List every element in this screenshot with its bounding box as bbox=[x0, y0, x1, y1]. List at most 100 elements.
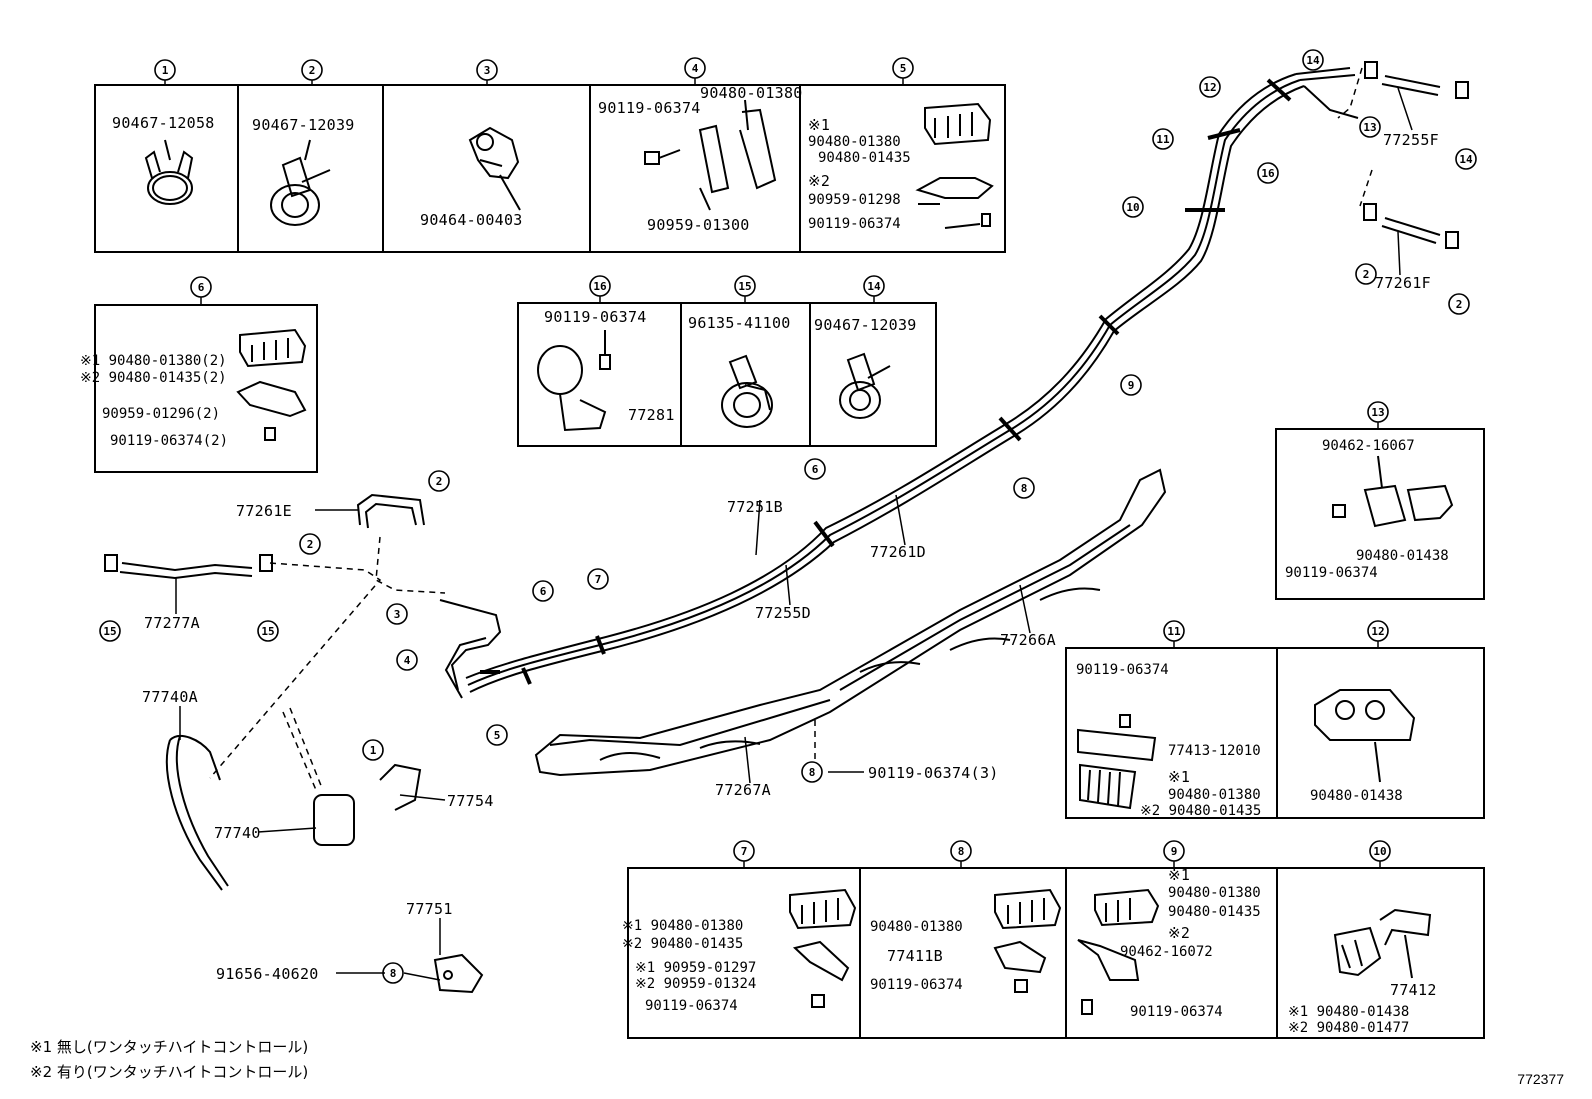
svg-text:6: 6 bbox=[812, 463, 819, 476]
svg-text:6: 6 bbox=[198, 281, 205, 294]
label-90462-16072: 90462-16072 bbox=[1120, 944, 1213, 960]
inset-box-13 bbox=[1275, 428, 1485, 600]
svg-text:6: 6 bbox=[540, 585, 547, 598]
double-clip-icon bbox=[1332, 455, 1454, 528]
svg-text:3: 3 bbox=[394, 608, 401, 621]
callout-1: 1 bbox=[154, 59, 176, 85]
label-77751: 77751 bbox=[406, 900, 453, 918]
footnote-2: ※2 有り(ワンタッチハイトコントロール) bbox=[30, 1063, 309, 1081]
svg-text:12: 12 bbox=[1203, 81, 1216, 94]
svg-text:3: 3 bbox=[484, 64, 491, 77]
label-77277A: 77277A bbox=[144, 614, 200, 632]
frame-bracket-rails bbox=[534, 468, 1167, 777]
inset-box-6 bbox=[94, 304, 318, 473]
label-77281: 77281 bbox=[628, 406, 675, 424]
clip-kit-icon-9 bbox=[1077, 888, 1160, 1015]
svg-text:8: 8 bbox=[1021, 482, 1028, 495]
spring-clamp-icon bbox=[270, 139, 331, 226]
label-6-a: ※1 90480-01380(2) bbox=[80, 353, 227, 369]
note-mark-1: ※1 bbox=[808, 116, 830, 134]
label-90480-01438-12: 90480-01438 bbox=[1310, 788, 1403, 804]
label-90480-01438: 90480-01438 bbox=[1356, 548, 1449, 564]
svg-text:16: 16 bbox=[593, 280, 607, 293]
callout-15: 15 bbox=[734, 275, 756, 303]
hose-clamp-icon bbox=[144, 139, 194, 205]
label-77261D: 77261D bbox=[870, 543, 926, 561]
label-77261F: 77261F bbox=[1375, 274, 1431, 292]
main-part-labels: 77255F 77261F 77251B 77255D 77261D 77266… bbox=[142, 131, 1439, 983]
label-90467-12039-b: 90467-12039 bbox=[814, 316, 917, 334]
label-6-c: 90959-01296(2) bbox=[102, 406, 220, 422]
label-90119-06374-13: 90119-06374 bbox=[1285, 565, 1378, 581]
svg-text:14: 14 bbox=[867, 280, 881, 293]
label-90480-01380: 90480-01380 bbox=[808, 134, 901, 150]
callout-13: 13 bbox=[1367, 401, 1389, 429]
label-77740A: 77740A bbox=[142, 688, 198, 706]
pipe-bracket-icon bbox=[537, 330, 611, 432]
label-7-a: ※1 90480-01380 bbox=[622, 918, 743, 934]
upper-right-hoses bbox=[1363, 61, 1469, 249]
label-91656-40620: 91656-40620 bbox=[216, 965, 319, 983]
svg-text:13: 13 bbox=[1363, 121, 1376, 134]
svg-text:5: 5 bbox=[900, 62, 907, 75]
label-90467-12039: 90467-12039 bbox=[252, 116, 355, 134]
label-90480-01435-11: ※2 90480-01435 bbox=[1140, 803, 1261, 819]
clamp-bracket-icon bbox=[468, 126, 521, 211]
label-90959-01298: 90959-01298 bbox=[808, 192, 901, 208]
note-mark-2: ※2 bbox=[808, 172, 830, 190]
label-77261E: 77261E bbox=[236, 502, 292, 520]
callout-12: 12 bbox=[1367, 620, 1389, 648]
label-77413-12010: 77413-12010 bbox=[1168, 743, 1261, 759]
label-90480-01380: 90480-01380 bbox=[700, 84, 803, 102]
label-90959-01300: 90959-01300 bbox=[647, 216, 750, 234]
svg-text:1: 1 bbox=[162, 64, 169, 77]
label-77266A: 77266A bbox=[1000, 631, 1056, 649]
pipe-band-clips bbox=[480, 78, 1292, 685]
callout-10: 10 bbox=[1369, 840, 1391, 868]
callout-14: 14 bbox=[863, 275, 885, 303]
leader-lines bbox=[175, 87, 1413, 981]
svg-text:10: 10 bbox=[1126, 201, 1139, 214]
svg-text:16: 16 bbox=[1261, 167, 1275, 180]
callout-9: 9 bbox=[1163, 840, 1185, 868]
connector-dashed-lines bbox=[209, 67, 1373, 791]
label-77412: 77412 bbox=[1390, 981, 1437, 999]
svg-text:11: 11 bbox=[1156, 133, 1170, 146]
label-90119-06374: 90119-06374 bbox=[808, 216, 901, 232]
svg-text:9: 9 bbox=[1171, 845, 1178, 858]
svg-text:5: 5 bbox=[494, 729, 501, 742]
label-7-c: ※1 90959-01297 bbox=[635, 960, 756, 976]
svg-text:2: 2 bbox=[1456, 298, 1463, 311]
bracket-bolt-icon bbox=[644, 99, 777, 211]
svg-text:8: 8 bbox=[390, 967, 397, 980]
callout-6: 6 bbox=[190, 276, 212, 305]
label-77255F: 77255F bbox=[1383, 131, 1439, 149]
clip-kit-icon-8 bbox=[993, 888, 1062, 993]
svg-text:14: 14 bbox=[1459, 153, 1473, 166]
callout-3: 3 bbox=[476, 59, 498, 85]
label-90480-01435-9: 90480-01435 bbox=[1168, 904, 1261, 920]
note-mark-9a: ※1 bbox=[1168, 866, 1190, 884]
clip-kit-icon-7 bbox=[789, 888, 857, 1008]
clip-set-icon bbox=[236, 328, 307, 441]
clip-strip-icon bbox=[1077, 714, 1157, 810]
callout-16: 16 bbox=[589, 275, 611, 303]
label-96135-41100: 96135-41100 bbox=[688, 314, 791, 332]
label-90480-01380-11: 90480-01380 bbox=[1168, 787, 1261, 803]
label-8-a: 90480-01380 bbox=[870, 919, 963, 935]
label-90464-00403: 90464-00403 bbox=[420, 211, 523, 229]
footnote-1: ※1 無し(ワンタッチハイトコントロール) bbox=[30, 1038, 309, 1056]
label-90467-12058: 90467-12058 bbox=[112, 114, 215, 132]
svg-text:15: 15 bbox=[738, 280, 751, 293]
svg-text:8: 8 bbox=[809, 766, 816, 779]
callout-5: 5 bbox=[892, 57, 914, 85]
svg-text:7: 7 bbox=[741, 845, 748, 858]
callout-8: 8 bbox=[950, 840, 972, 868]
svg-text:12: 12 bbox=[1371, 625, 1384, 638]
label-6-b: ※2 90480-01435(2) bbox=[80, 370, 227, 386]
svg-text:2: 2 bbox=[309, 64, 316, 77]
label-77267A: 77267A bbox=[715, 781, 771, 799]
fuel-pipe-bundle bbox=[439, 67, 1359, 699]
svg-text:13: 13 bbox=[1371, 406, 1384, 419]
